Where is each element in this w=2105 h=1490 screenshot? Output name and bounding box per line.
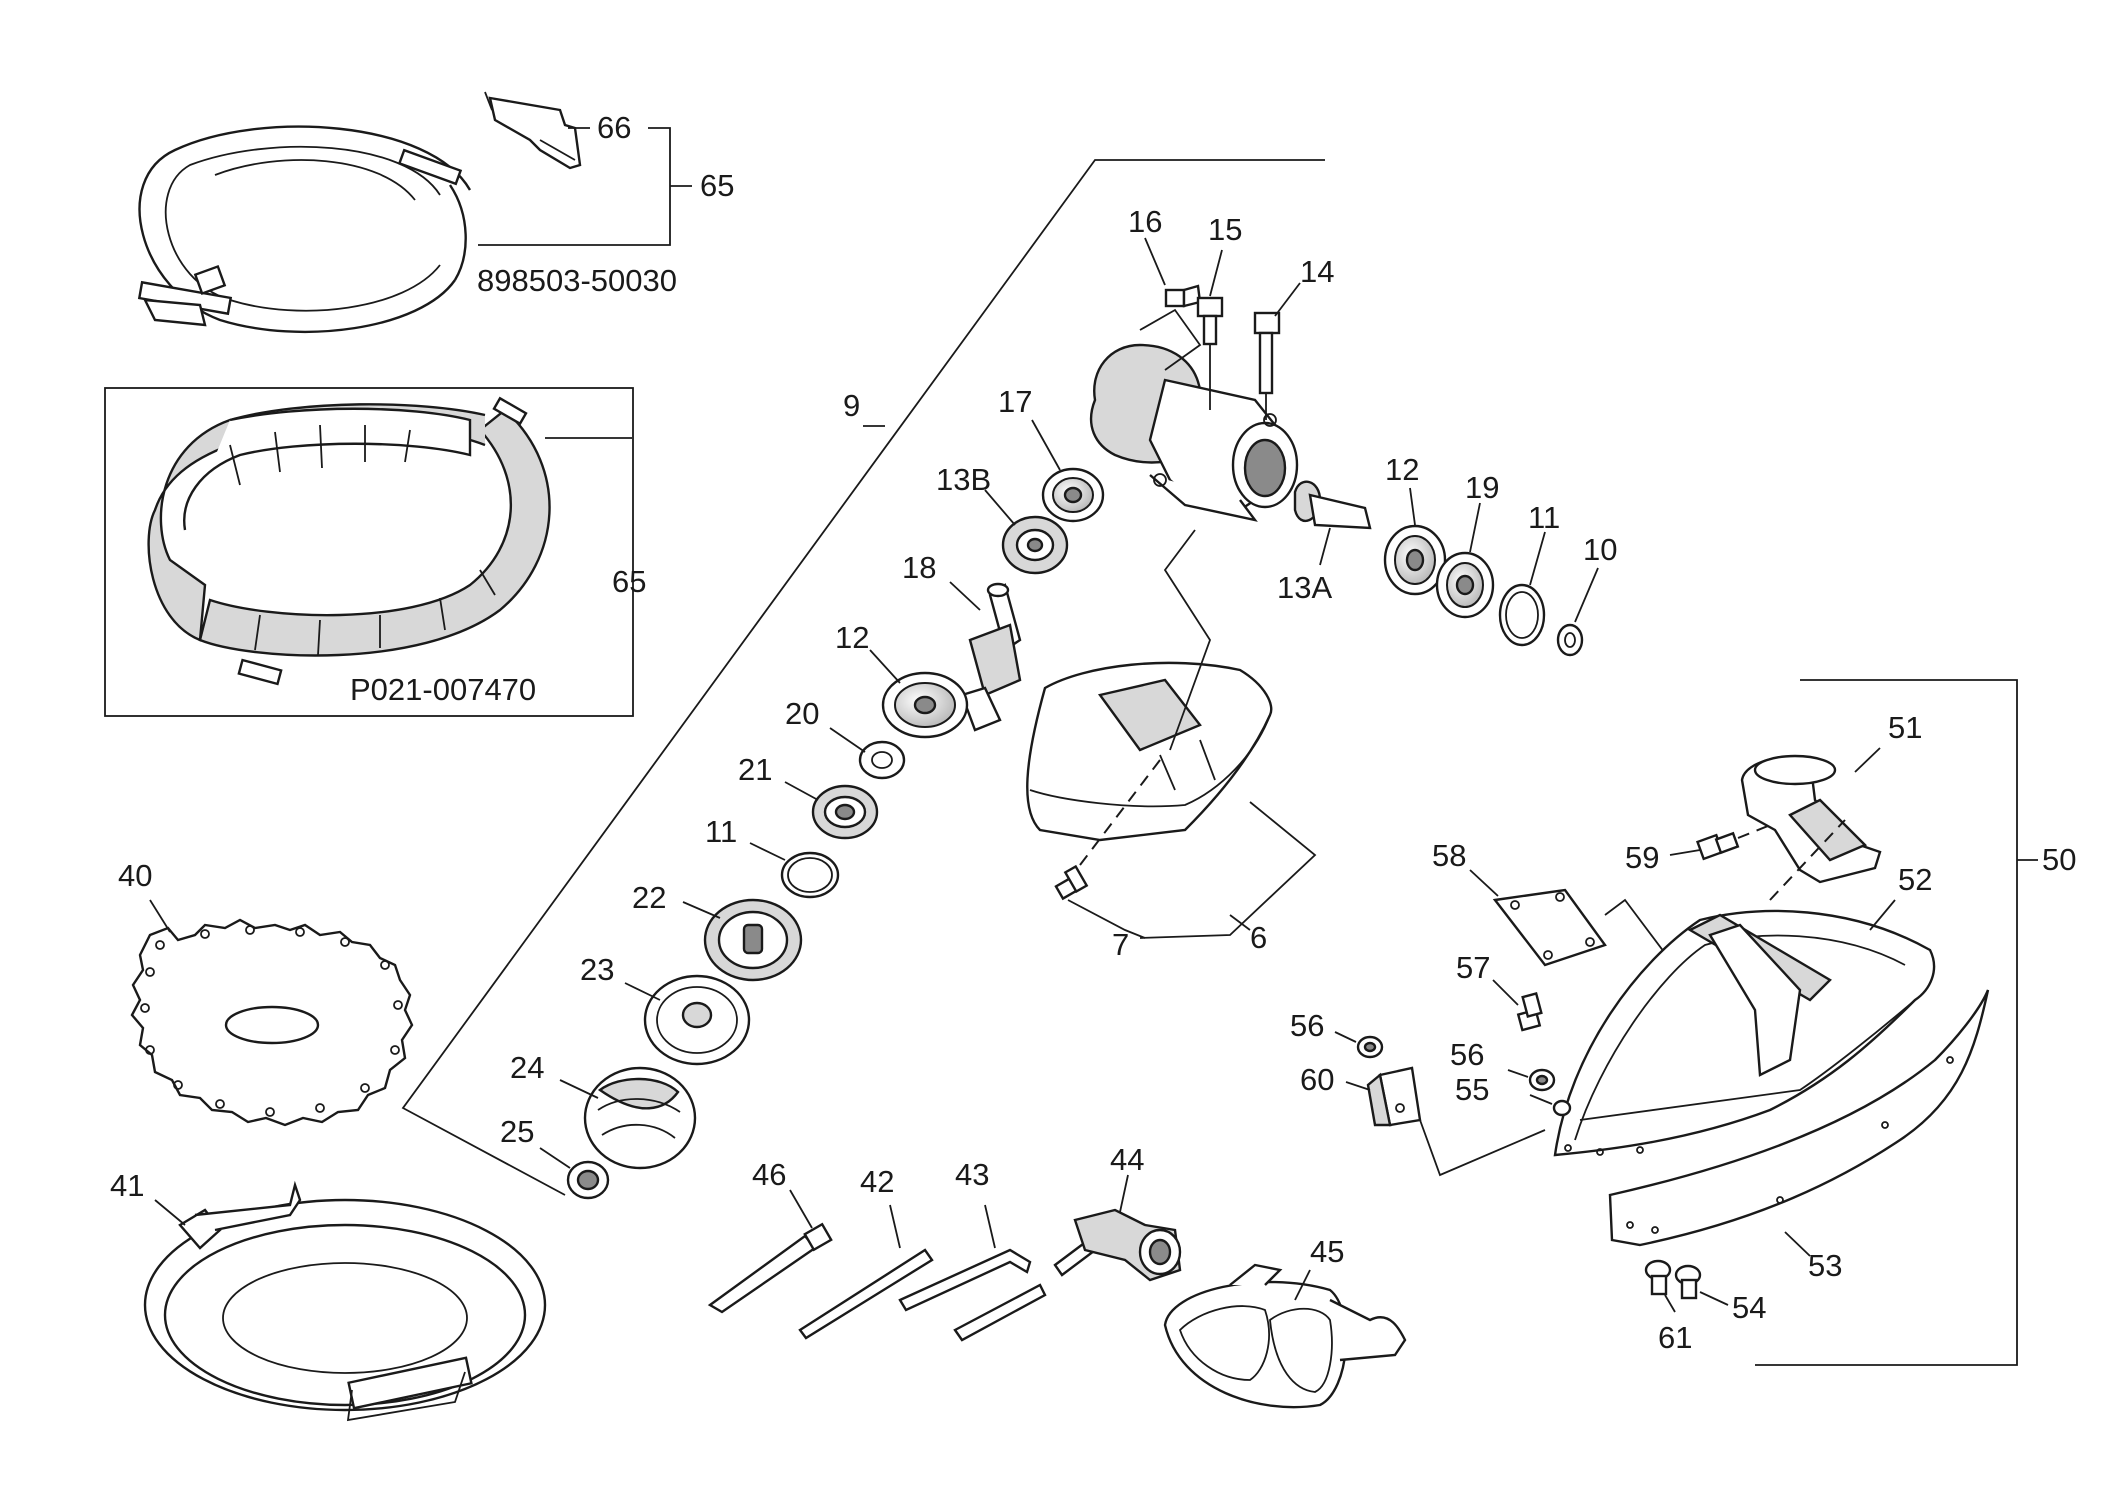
nut-part-16 bbox=[1164, 284, 1202, 308]
holder-part-22 bbox=[703, 898, 803, 982]
callout-53: 53 bbox=[1808, 1248, 1842, 1283]
guard-skirt-part-53 bbox=[1608, 989, 1990, 1247]
gear-part-13B bbox=[1001, 515, 1069, 575]
washer-part-55 bbox=[1552, 1099, 1572, 1117]
callout-22: 22 bbox=[632, 880, 666, 915]
callout-15: 15 bbox=[1208, 212, 1242, 247]
bracket-part-60 bbox=[1366, 1066, 1422, 1127]
rod-part-42 bbox=[798, 1248, 934, 1340]
callout-44: 44 bbox=[1110, 1142, 1144, 1177]
callout-11-right: 11 bbox=[1528, 500, 1560, 535]
callout-19: 19 bbox=[1465, 470, 1499, 505]
bolt-part-61 bbox=[1644, 1259, 1672, 1296]
bracket-6 bbox=[1139, 801, 1317, 939]
kit-box-P021-007470 bbox=[104, 387, 634, 717]
bearing-part-17 bbox=[1041, 467, 1105, 523]
callout-43: 43 bbox=[955, 1157, 989, 1192]
callout-58: 58 bbox=[1432, 838, 1466, 873]
pinion-part-13A bbox=[1293, 480, 1372, 530]
gear-housing bbox=[1089, 343, 1299, 522]
callout-61: 61 bbox=[1658, 1320, 1692, 1355]
callout-24: 24 bbox=[510, 1050, 544, 1085]
nut-part-56-right bbox=[1528, 1068, 1556, 1092]
harness-ring-assembly bbox=[137, 125, 472, 334]
bolt-part-57 bbox=[1516, 992, 1543, 1032]
washer-part-23 bbox=[643, 974, 751, 1066]
nut-part-56-left bbox=[1356, 1035, 1384, 1059]
bearing-part-19 bbox=[1435, 551, 1495, 619]
callout-7: 7 bbox=[1112, 927, 1129, 962]
callout-52: 52 bbox=[1898, 862, 1932, 897]
callout-21: 21 bbox=[738, 752, 772, 787]
callout-6: 6 bbox=[1250, 920, 1267, 955]
cover-part-24 bbox=[583, 1066, 697, 1170]
callout-51: 51 bbox=[1888, 710, 1922, 745]
kit-number-898503-50030: 898503-50030 bbox=[477, 263, 677, 298]
callout-57: 57 bbox=[1456, 950, 1490, 985]
group-bracket-50 bbox=[1755, 679, 2018, 1366]
callout-66: 66 bbox=[597, 110, 631, 145]
callout-40: 40 bbox=[118, 858, 152, 893]
hex-key-part-43 bbox=[898, 1248, 1047, 1342]
snap-ring-part-11-right bbox=[1498, 583, 1546, 647]
callout-14: 14 bbox=[1300, 254, 1334, 289]
callout-56-right: 56 bbox=[1450, 1037, 1484, 1072]
callout-13A: 13A bbox=[1277, 570, 1332, 605]
callout-16: 16 bbox=[1128, 204, 1162, 239]
callout-65-top: 65 bbox=[700, 168, 734, 203]
guard-part-6 bbox=[1026, 661, 1273, 842]
callout-50: 50 bbox=[2042, 842, 2076, 877]
callout-17: 17 bbox=[998, 384, 1032, 419]
cable-tie-part-46 bbox=[707, 1222, 833, 1314]
guard-shield-part-52 bbox=[1553, 909, 1936, 1157]
callout-23: 23 bbox=[580, 952, 614, 987]
safety-goggles-part-45 bbox=[1163, 1263, 1407, 1409]
padded-harness-ring bbox=[147, 396, 551, 686]
callout-59: 59 bbox=[1625, 840, 1659, 875]
callout-41: 41 bbox=[110, 1168, 144, 1203]
bolt-part-54 bbox=[1674, 1264, 1702, 1300]
bearing-part-12-left bbox=[881, 671, 969, 739]
saw-blade-part-40 bbox=[130, 918, 414, 1127]
group-bracket-9 bbox=[401, 159, 1325, 1196]
callout-42: 42 bbox=[860, 1164, 894, 1199]
callout-10: 10 bbox=[1583, 532, 1617, 567]
seal-part-21 bbox=[811, 784, 879, 840]
bolt-part-7 bbox=[1054, 864, 1089, 901]
callout-12-left: 12 bbox=[835, 620, 869, 655]
callout-25: 25 bbox=[500, 1114, 534, 1149]
carry-belt-part-41 bbox=[143, 1180, 547, 1422]
clamp-bracket-part-51 bbox=[1740, 754, 1882, 884]
callout-20: 20 bbox=[785, 696, 819, 731]
callout-55: 55 bbox=[1455, 1072, 1489, 1107]
callout-18: 18 bbox=[902, 550, 936, 585]
callout-12-right: 12 bbox=[1385, 452, 1419, 487]
bolt-part-14 bbox=[1253, 311, 1281, 420]
callout-11-left: 11 bbox=[705, 814, 737, 849]
callout-45: 45 bbox=[1310, 1234, 1344, 1269]
callout-46: 46 bbox=[752, 1157, 786, 1192]
plate-part-58 bbox=[1492, 888, 1607, 967]
callout-54: 54 bbox=[1732, 1290, 1766, 1325]
bolt-part-59 bbox=[1695, 831, 1740, 861]
snap-ring-part-11-left bbox=[780, 851, 840, 899]
callout-65-box: 65 bbox=[612, 564, 646, 599]
washer-part-10 bbox=[1556, 623, 1584, 657]
bolt-part-15 bbox=[1196, 296, 1224, 410]
spindle-part-18 bbox=[960, 582, 1022, 732]
bearing-part-12-right bbox=[1383, 524, 1447, 596]
kit-number-P021-007470: P021-007470 bbox=[350, 672, 536, 707]
callout-56-left: 56 bbox=[1290, 1008, 1324, 1043]
callout-9: 9 bbox=[843, 388, 860, 423]
collar-part-20 bbox=[858, 740, 906, 780]
box-wrench-part-44 bbox=[1053, 1208, 1182, 1282]
clip-part-66 bbox=[484, 91, 582, 170]
callout-60: 60 bbox=[1300, 1062, 1334, 1097]
nut-part-25 bbox=[566, 1160, 610, 1200]
callout-13B: 13B bbox=[936, 462, 991, 497]
